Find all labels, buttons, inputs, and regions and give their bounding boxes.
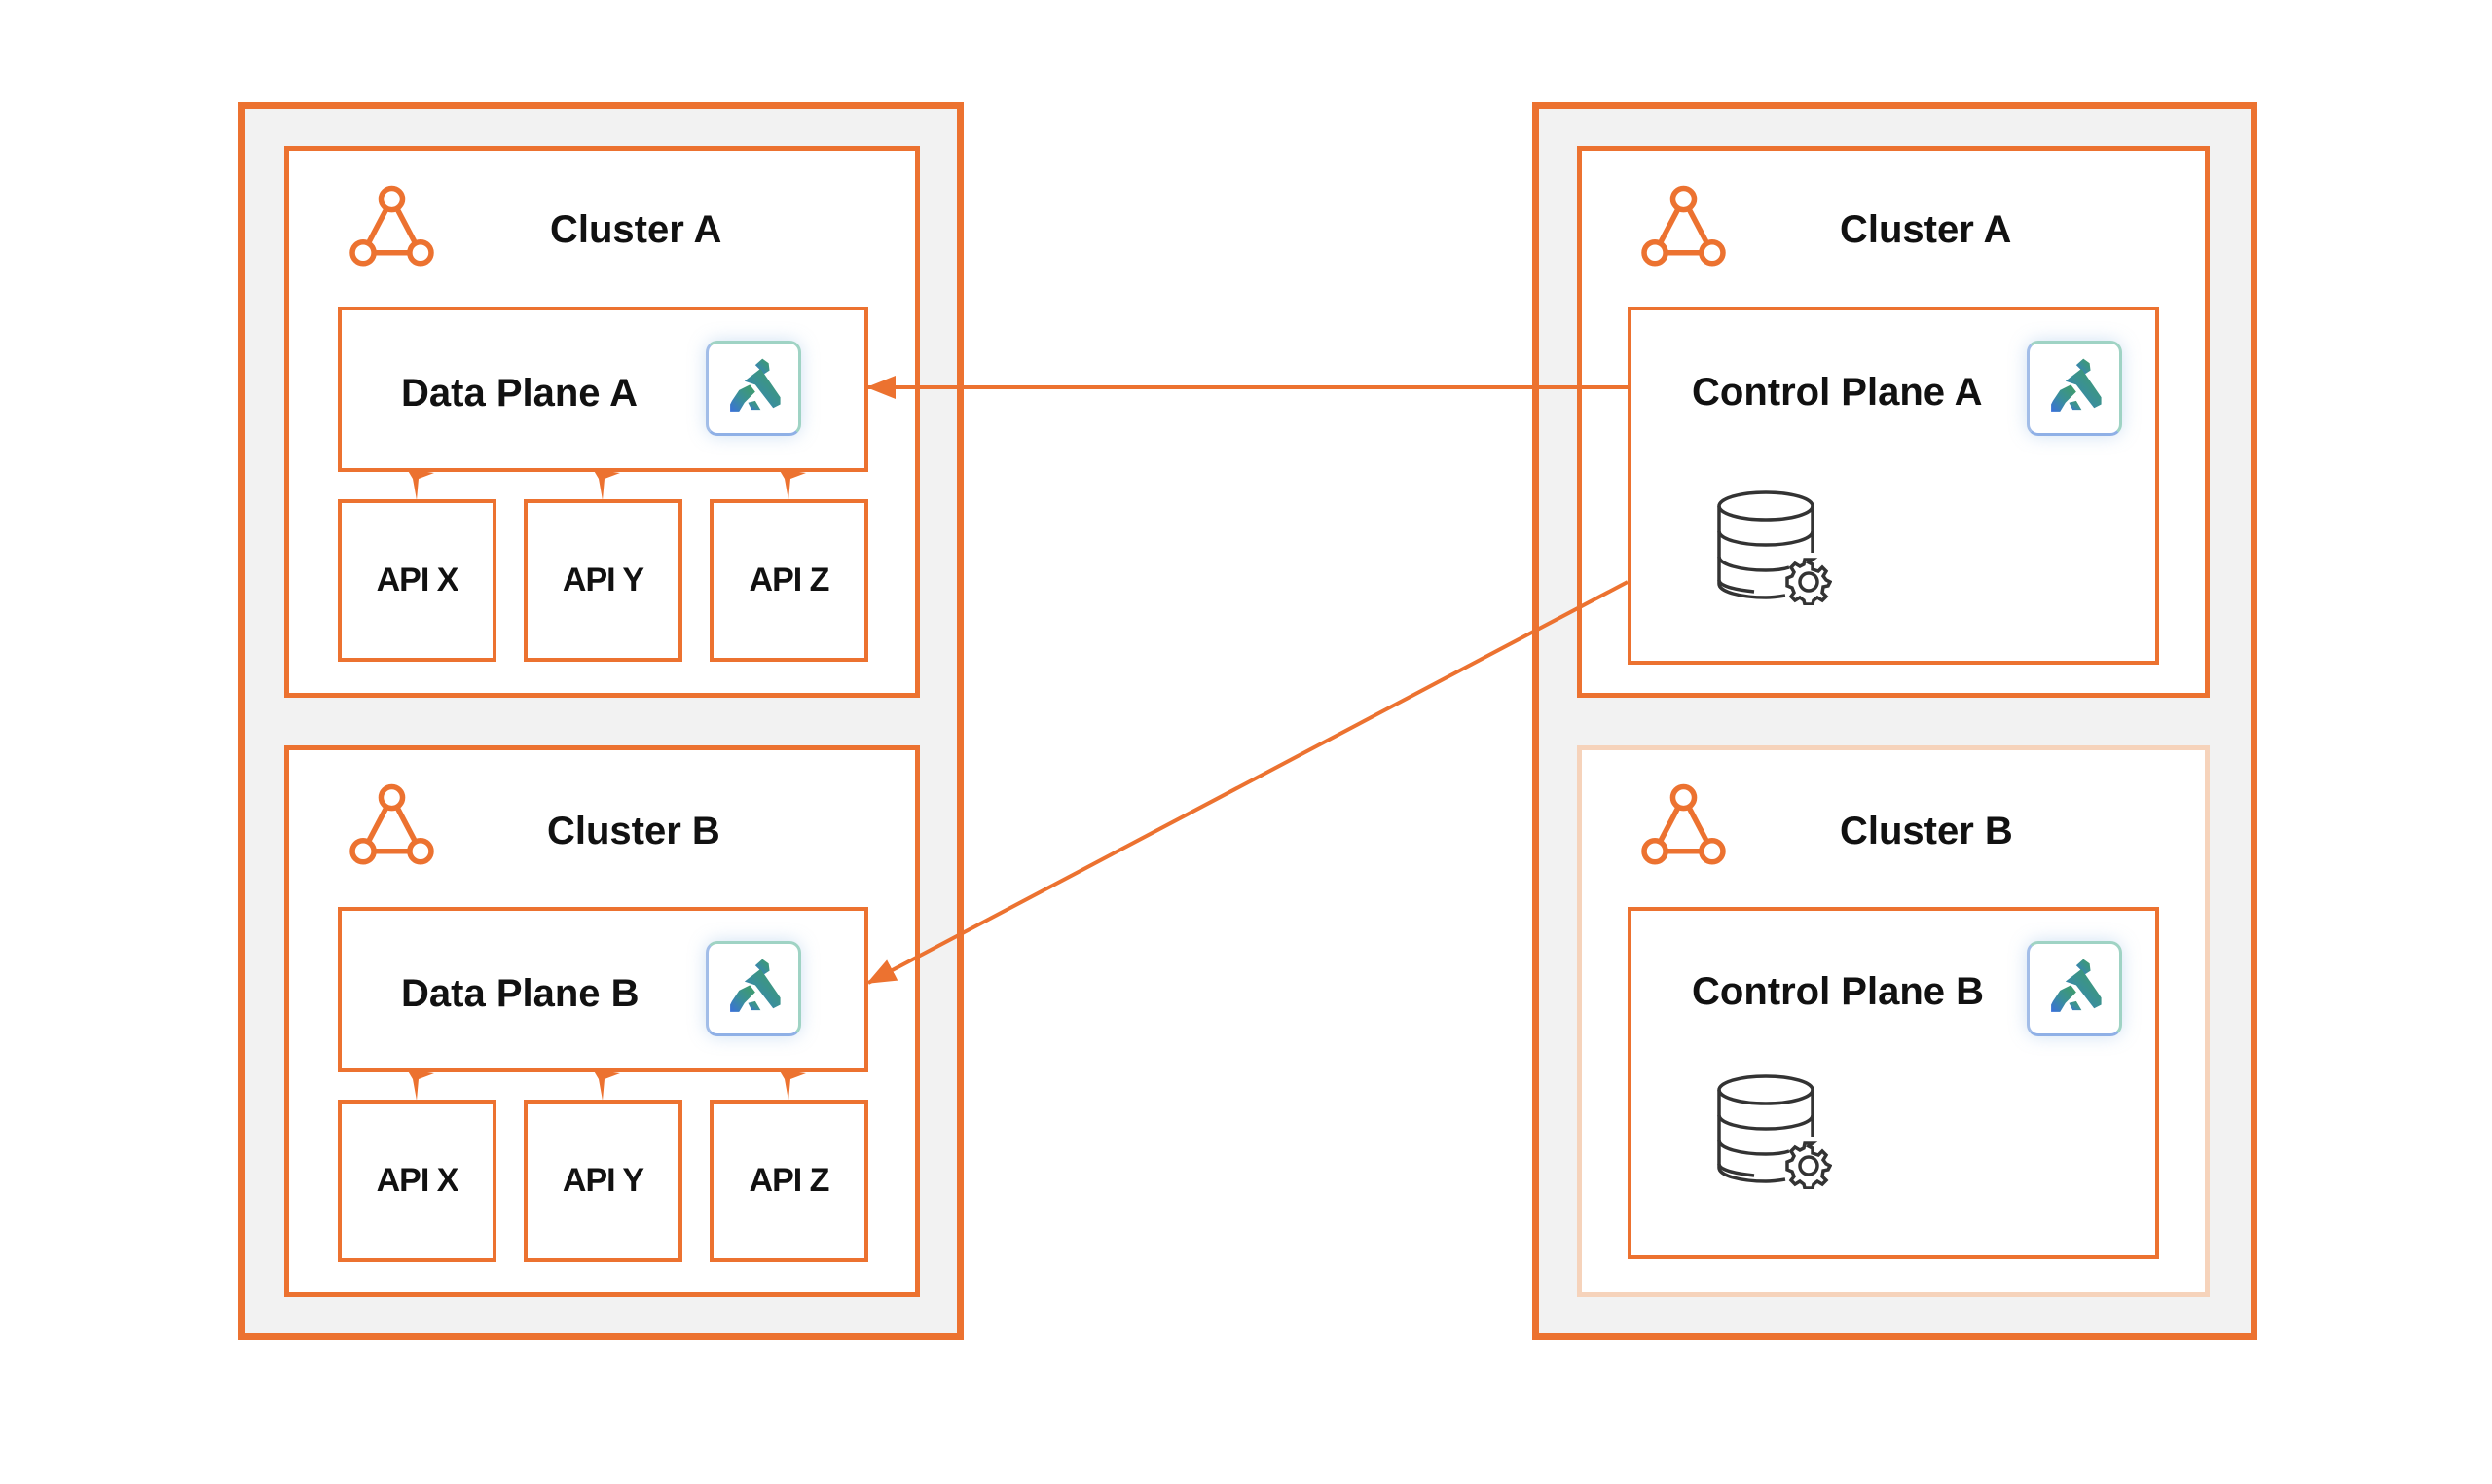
cluster-network-icon (346, 781, 438, 871)
api-y-box[interactable]: API Y (524, 1100, 682, 1262)
api-y-box[interactable]: API Y (524, 499, 682, 662)
api-label: API Y (562, 561, 644, 598)
api-z-box[interactable]: API Z (710, 1100, 868, 1262)
data-plane-label: Data Plane A (401, 372, 639, 415)
cluster-network-icon (346, 183, 438, 272)
kong-gateway-logo (2027, 941, 2122, 1036)
api-label: API X (376, 561, 459, 598)
api-z-box[interactable]: API Z (710, 499, 868, 662)
kong-gateway-logo (706, 341, 801, 436)
api-label: API X (376, 1162, 459, 1199)
database-settings-icon (1715, 489, 1832, 605)
api-label: API Z (749, 561, 830, 598)
database-settings-icon (1715, 1072, 1832, 1189)
control-plane-label: Control Plane A (1692, 371, 1983, 414)
api-x-box[interactable]: API X (338, 1100, 496, 1262)
control-plane-label: Control Plane B (1692, 970, 1985, 1013)
control-to-data-plane-b-arrow (866, 580, 1629, 985)
api-label: API Y (562, 1162, 644, 1199)
kong-gateway-logo (706, 941, 801, 1036)
kong-gateway-logo (2027, 341, 2122, 436)
cluster-title: Cluster A (550, 208, 722, 251)
cluster-network-icon (1637, 781, 1730, 871)
api-label: API Z (749, 1162, 830, 1199)
cluster-title: Cluster B (1840, 810, 2013, 852)
cluster-network-icon (1637, 183, 1730, 272)
data-plane-label: Data Plane B (401, 972, 640, 1015)
cluster-title: Cluster B (547, 810, 720, 852)
api-x-box[interactable]: API X (338, 499, 496, 662)
cluster-title: Cluster A (1840, 208, 2012, 251)
